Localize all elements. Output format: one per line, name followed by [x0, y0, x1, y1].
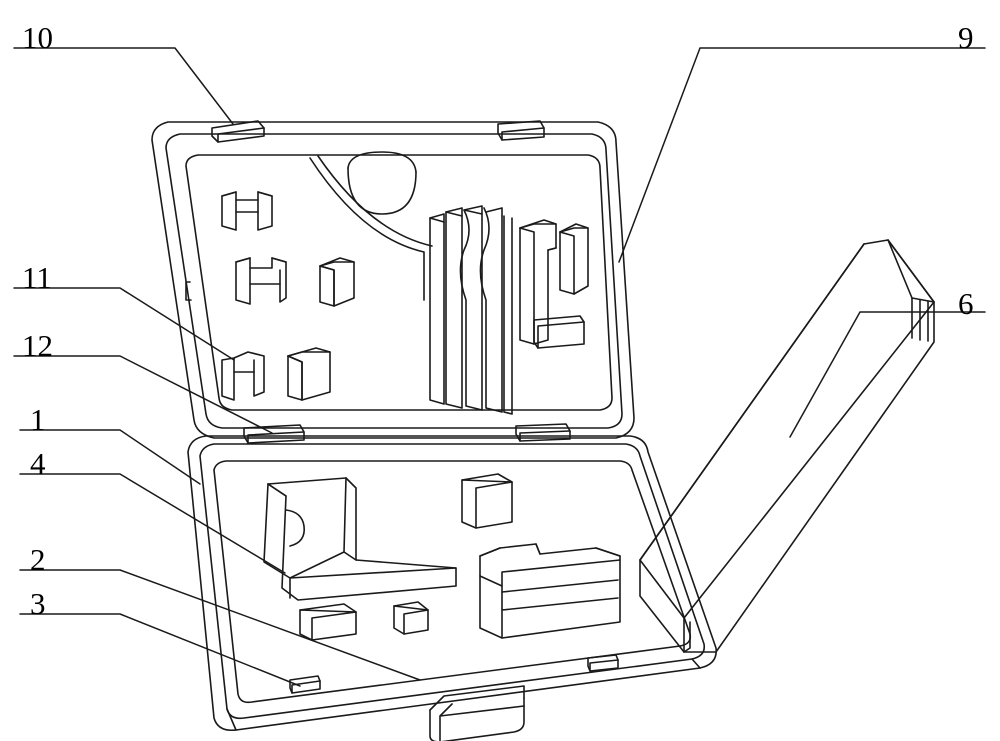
- lid-latch-bars: [211, 120, 545, 143]
- ref-label-4: 4: [30, 446, 46, 481]
- ref-label-9: 9: [958, 20, 974, 55]
- ref-label-2: 2: [30, 542, 46, 577]
- lid-latch-receivers: [243, 423, 571, 444]
- base-foam-cutouts: [263, 473, 621, 641]
- ref-label-10: 10: [22, 20, 53, 55]
- detached-flat-panel: [639, 239, 935, 653]
- ref-label-1: 1: [30, 402, 46, 437]
- lid-foam-cutouts: [221, 151, 589, 415]
- case-lid-shell: [151, 121, 635, 439]
- leader-lines: [13, 47, 986, 687]
- ref-label-6: 6: [958, 286, 974, 321]
- case-base-shell: [187, 435, 717, 741]
- ref-label-3: 3: [30, 586, 46, 621]
- ref-label-12: 12: [22, 328, 53, 363]
- ref-label-11: 11: [22, 260, 52, 295]
